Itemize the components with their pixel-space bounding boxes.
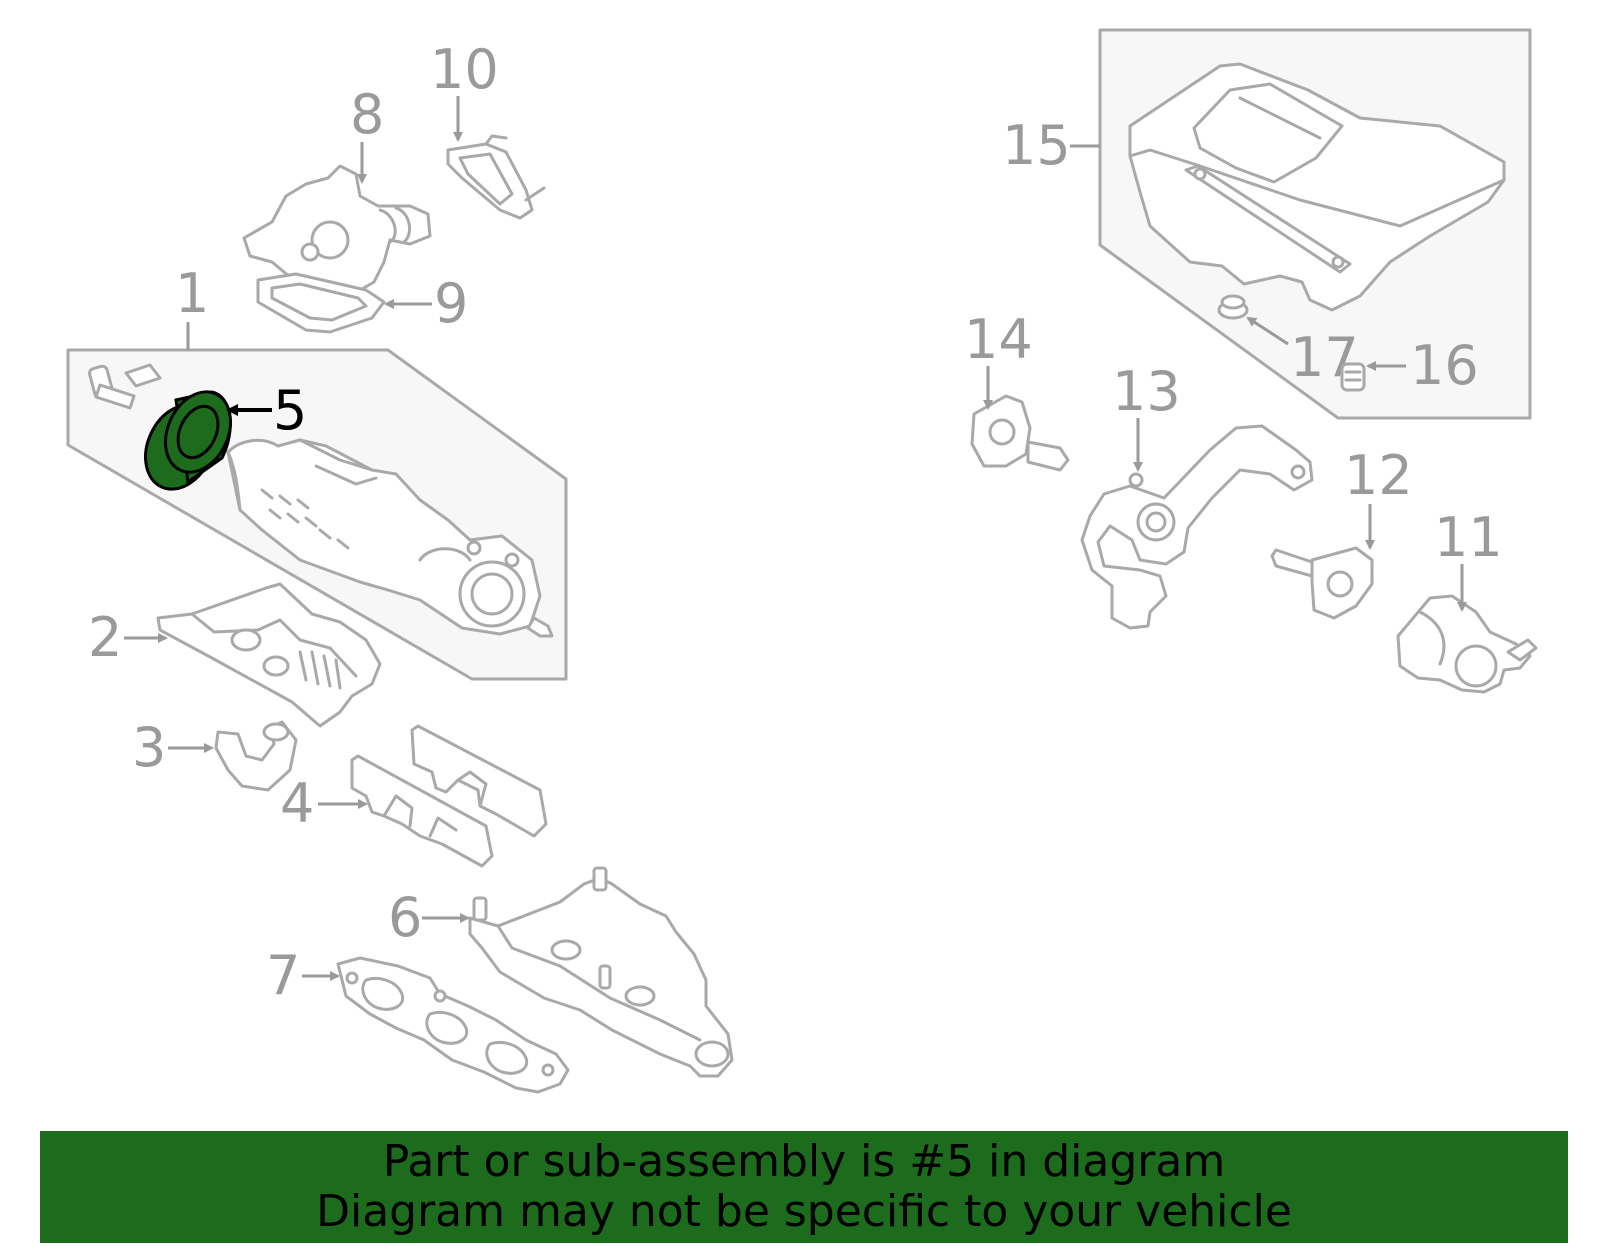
svg-text:8: 8 bbox=[350, 83, 384, 146]
part-9-gasket bbox=[256, 272, 386, 334]
svg-text:11: 11 bbox=[1434, 506, 1503, 569]
callout-10[interactable]: 10 bbox=[430, 38, 499, 142]
part-10-sensor bbox=[446, 134, 546, 220]
svg-text:4: 4 bbox=[280, 772, 314, 835]
part-16-nut bbox=[1340, 362, 1366, 392]
svg-text:3: 3 bbox=[132, 716, 166, 779]
part-3-clamp bbox=[214, 720, 298, 792]
banner-line-2: Diagram may not be specific to your vehi… bbox=[316, 1186, 1292, 1237]
callout-12[interactable]: 12 bbox=[1344, 444, 1413, 550]
callout-3[interactable]: 3 bbox=[132, 716, 214, 779]
part-15-engine-cover bbox=[1128, 62, 1506, 312]
callout-9[interactable]: 9 bbox=[384, 272, 468, 335]
svg-text:16: 16 bbox=[1410, 334, 1479, 397]
callout-1[interactable]: 1 bbox=[175, 262, 209, 350]
callout-8[interactable]: 8 bbox=[350, 83, 384, 184]
svg-text:2: 2 bbox=[88, 606, 122, 669]
svg-text:5: 5 bbox=[273, 379, 307, 442]
part-7-gasket bbox=[336, 956, 570, 1094]
part-2-heat-shield bbox=[156, 582, 382, 728]
callout-4[interactable]: 4 bbox=[280, 772, 368, 835]
part-4-gaskets bbox=[350, 724, 548, 868]
svg-text:9: 9 bbox=[434, 272, 468, 335]
part-5-seal[interactable] bbox=[132, 381, 243, 500]
part-6-manifold bbox=[468, 866, 734, 1078]
svg-text:13: 13 bbox=[1112, 360, 1181, 423]
svg-text:7: 7 bbox=[266, 944, 300, 1007]
part-11-egr-valve bbox=[1396, 594, 1538, 694]
callout-7[interactable]: 7 bbox=[266, 944, 340, 1007]
svg-text:14: 14 bbox=[964, 308, 1033, 371]
svg-text:6: 6 bbox=[388, 886, 422, 949]
callout-15[interactable]: 15 bbox=[1002, 114, 1100, 177]
callout-14[interactable]: 14 bbox=[964, 308, 1033, 410]
svg-text:1: 1 bbox=[175, 262, 209, 325]
callout-6[interactable]: 6 bbox=[388, 886, 470, 949]
banner-background bbox=[40, 1131, 1568, 1243]
info-banner: Part or sub-assembly is #5 in diagram Di… bbox=[40, 1131, 1568, 1243]
svg-text:10: 10 bbox=[430, 38, 499, 101]
callout-5[interactable]: 5 bbox=[226, 379, 307, 442]
callout-11[interactable]: 11 bbox=[1434, 506, 1503, 612]
part-14-flange bbox=[970, 394, 1070, 472]
part-13-egr-pipe bbox=[1080, 424, 1314, 630]
banner-line-1: Part or sub-assembly is #5 in diagram bbox=[382, 1136, 1226, 1187]
housing-part-1 bbox=[226, 438, 554, 638]
callout-13[interactable]: 13 bbox=[1112, 360, 1181, 472]
svg-text:12: 12 bbox=[1344, 444, 1413, 507]
callout-16[interactable]: 16 bbox=[1366, 334, 1479, 397]
callout-2[interactable]: 2 bbox=[88, 606, 168, 669]
part-17-grommet bbox=[1217, 294, 1249, 320]
svg-text:15: 15 bbox=[1002, 114, 1071, 177]
bolt-part bbox=[88, 363, 162, 410]
part-12-flange bbox=[1270, 546, 1374, 620]
